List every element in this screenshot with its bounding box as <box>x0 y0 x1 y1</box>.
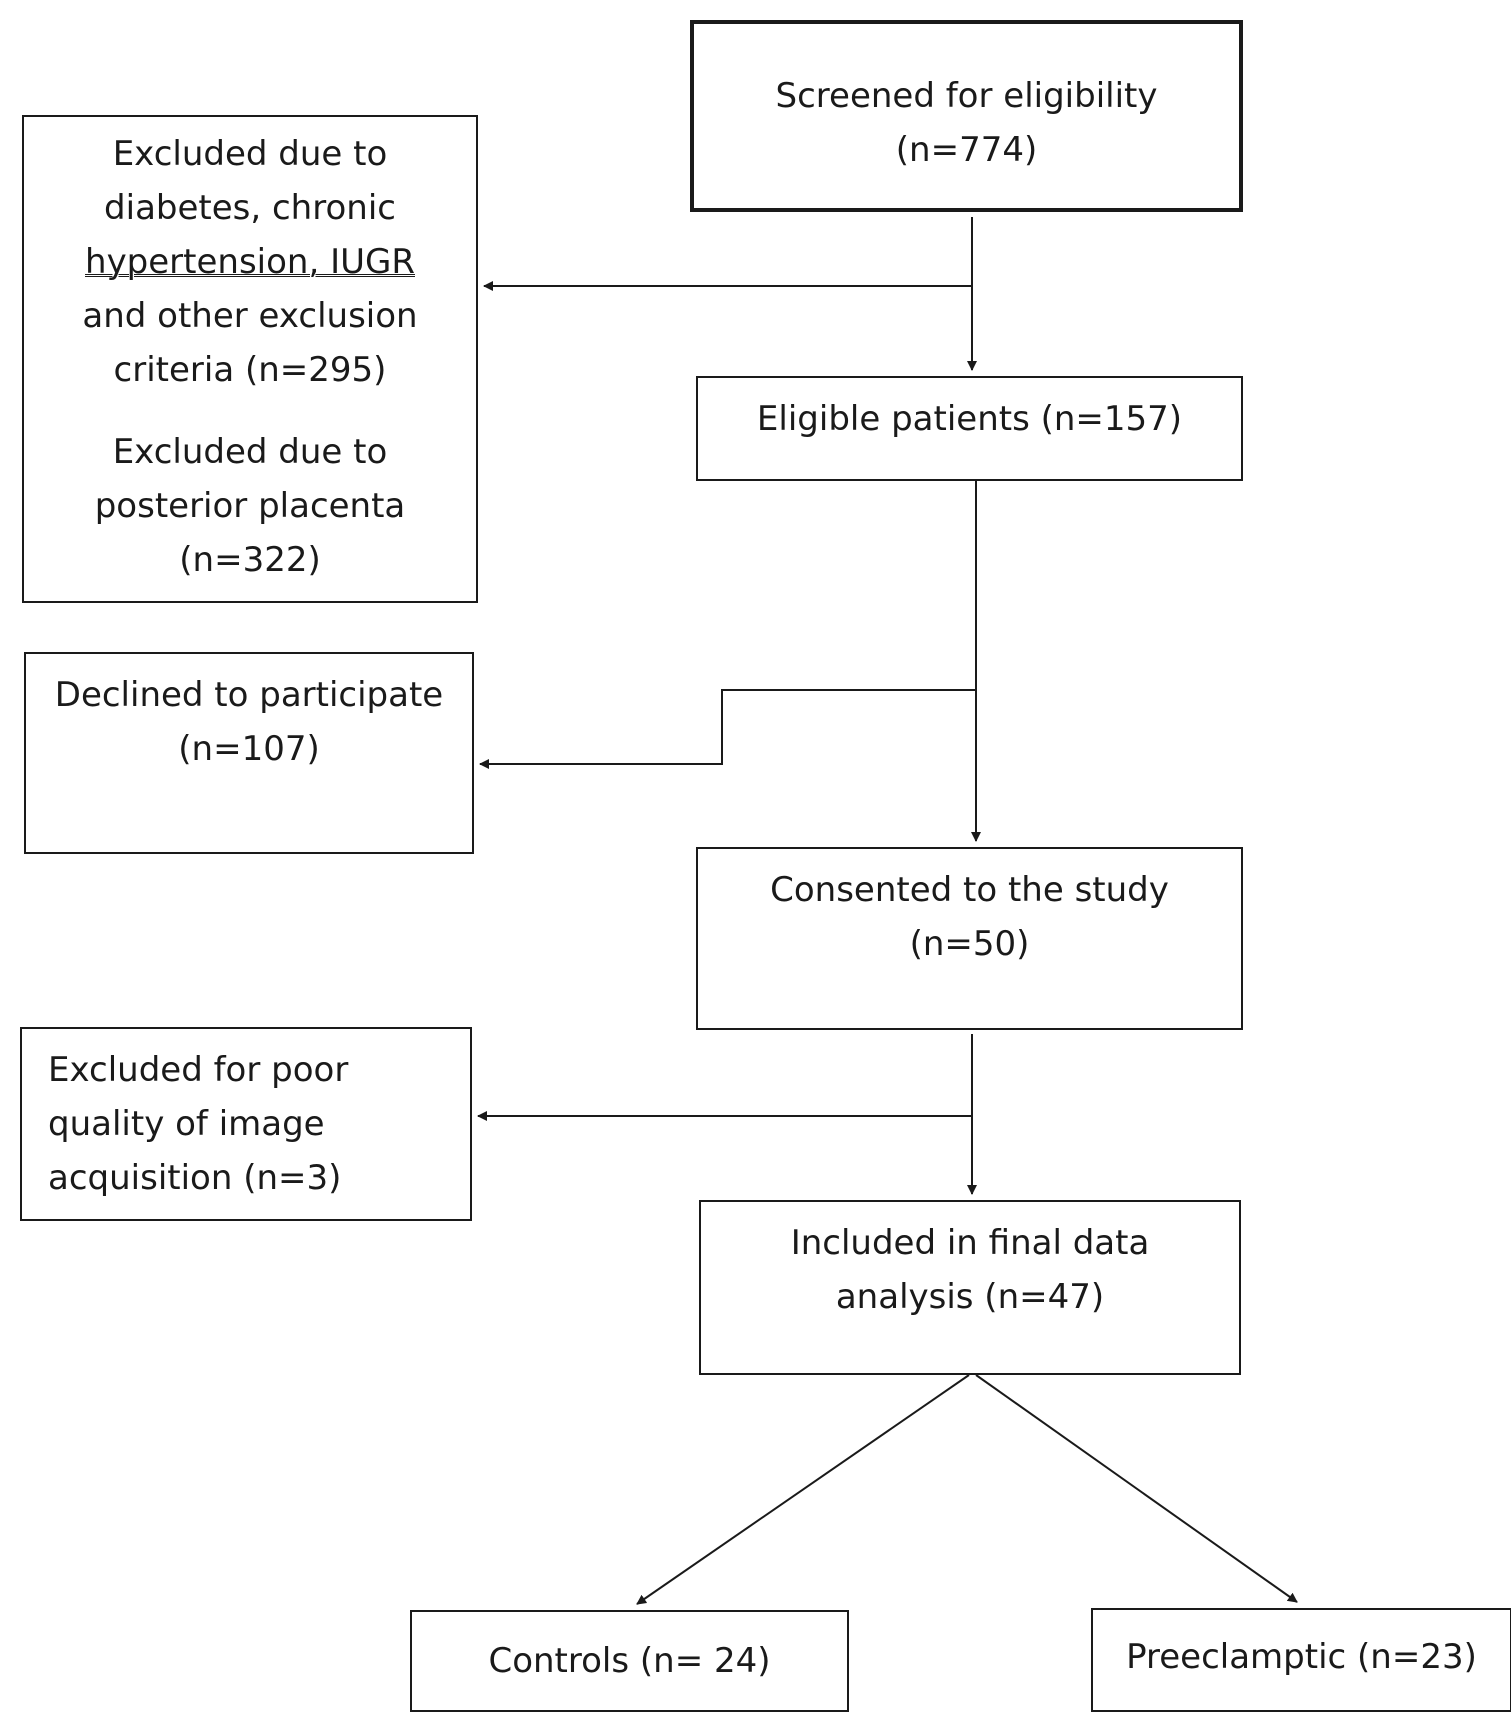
consented-box: Consented to the study (n=50) <box>696 847 1243 1030</box>
declined-label: Declined to participate <box>54 675 444 715</box>
preeclamptic-label: Preeclamptic (n=23) <box>1126 1637 1477 1677</box>
excluded-section-spacer <box>24 397 476 425</box>
excluded-placenta-line-2: posterior placenta <box>94 486 406 526</box>
declined-count: (n=107) <box>178 729 320 769</box>
excluded-box: Excluded due to diabetes, chronic hypert… <box>22 115 478 603</box>
eligible-box: Eligible patients (n=157) <box>696 376 1243 481</box>
excluded-criteria-line-2: diabetes, chronic <box>104 188 396 228</box>
arrow-to-declined <box>479 689 976 769</box>
included-label-line-2: analysis (n=47) <box>835 1277 1105 1317</box>
controls-box: Controls (n= 24) <box>410 1610 849 1712</box>
excluded-criteria-line-3: hypertension, IUGR <box>85 242 415 282</box>
excluded-criteria-line-1: Excluded due to <box>112 134 388 174</box>
excluded-placenta-line-3: (n=322) <box>179 540 321 580</box>
screened-count: (n=774) <box>895 130 1038 170</box>
declined-box: Declined to participate (n=107) <box>24 652 474 854</box>
screened-label: Screened for eligibility <box>775 76 1158 116</box>
controls-label: Controls (n= 24) <box>488 1641 771 1681</box>
excluded-criteria-line-4: and other exclusion <box>82 296 418 336</box>
included-label-line-1: Included in final data <box>790 1223 1150 1263</box>
poor-quality-line-1: Excluded for poor <box>48 1050 349 1090</box>
excluded-placenta-line-1: Excluded due to <box>112 432 388 472</box>
arrow-included-to-preeclamptic <box>975 1374 1298 1603</box>
poor-quality-line-2: quality of image <box>48 1104 325 1144</box>
preeclamptic-box: Preeclamptic (n=23) <box>1091 1608 1511 1712</box>
consented-count: (n=50) <box>909 924 1030 964</box>
poor-quality-line-3: acquisition (n=3) <box>48 1158 342 1198</box>
included-box: Included in final data analysis (n=47) <box>699 1200 1241 1375</box>
arrow-included-to-controls <box>636 1374 970 1605</box>
eligible-label: Eligible patients (n=157) <box>756 399 1183 439</box>
excluded-poor-quality-box: Excluded for poor quality of image acqui… <box>20 1027 472 1221</box>
excluded-criteria-line-5: criteria (n=295) <box>113 350 387 390</box>
consented-label: Consented to the study <box>770 870 1169 910</box>
screened-box: Screened for eligibility (n=774) <box>690 20 1243 212</box>
